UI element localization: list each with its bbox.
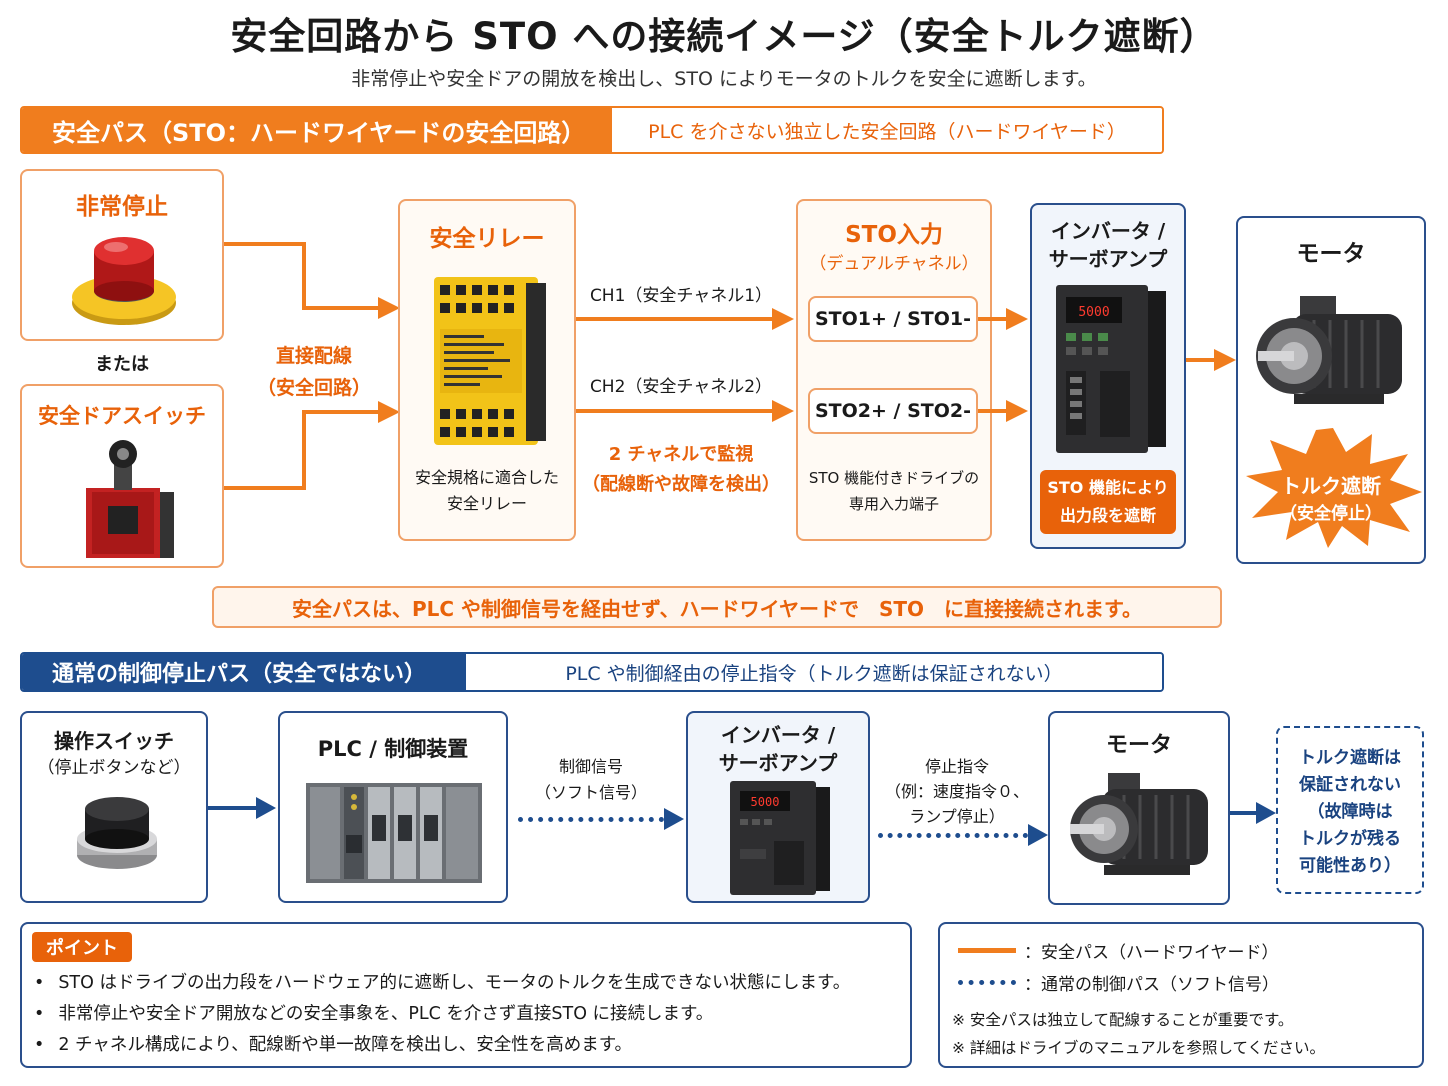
stop-command-ramp: ランプ停止） (909, 807, 1005, 826)
ch1-label: CH1（安全チャネル1） (589, 286, 773, 306)
safe-path-note: 安全パスは、PLC や制御信号を経由せず、ハードワイヤードで STO に直接接続… (212, 586, 1222, 628)
monitor-sublabel: （配線断や故障を検出） (582, 474, 780, 495)
inverter-safe-display: 5000 (1078, 305, 1109, 320)
page-subtitle: 非常停止や安全ドアの開放を検出し、STO によりモータのトルクを安全に遮断します… (351, 68, 1097, 90)
safe-path-description: PLC を介さない独立した安全回路（ハードワイヤード） (612, 108, 1162, 152)
safe-path-label: 安全パス（STO：ハードワイヤードの安全回路） (22, 108, 612, 152)
normal-path-header: 通常の制御停止パス（安全ではない） PLC や制御経由の停止指令（トルク遮断は保… (20, 652, 1164, 692)
sto-input-caption-line1: STO 機能付きドライブの (808, 469, 980, 487)
motor-normal-icon (1070, 773, 1208, 875)
legend-normal-label: ：通常の制御パス（ソフト信号） (1024, 975, 1279, 995)
control-signal-label: 制御信号 (558, 757, 623, 776)
emergency-stop-button-icon (72, 237, 176, 325)
inverter-safe-icon: 5000 (1056, 285, 1166, 453)
emergency-stop-title: 非常停止 (76, 194, 168, 220)
inverter-normal-icon: 5000 (730, 781, 830, 895)
inverter-normal-title-line2: サーボアンプ (718, 751, 838, 775)
stop-command-example: （例：速度指令０、 (884, 782, 1029, 801)
inverter-safe-badge-line2: 出力段を遮断 (1059, 506, 1156, 525)
point-item: STO はドライブの出力段をハードウェア的に遮断し、モータのトルクを生成できない… (34, 968, 904, 999)
legend-safe-label: ：安全パス（ハードワイヤード） (1024, 943, 1279, 963)
direct-wiring-label: 直接配線 (275, 345, 352, 367)
legend-box (938, 922, 1424, 1068)
legend-normal-line (958, 980, 1016, 985)
operation-switch-box: 操作スイッチ （停止ボタンなど） (20, 711, 208, 903)
direct-wiring-sublabel: （安全回路） (256, 377, 371, 399)
sto-input-title: STO入力 (845, 222, 943, 248)
no-guarantee-box: トルク遮断は 保証されない （故障時は トルクが残る 可能性あり） (1276, 726, 1424, 894)
safety-relay-box: 安全リレー 安全規格に適合した 安全リレー (398, 199, 576, 541)
motor-safe-title: モータ (1296, 241, 1366, 267)
safety-relay-icon (434, 277, 546, 445)
safety-door-switch-title: 安全ドアスイッチ (38, 404, 206, 428)
torque-off-burst-icon (1246, 428, 1422, 548)
plc-title: PLC / 制御装置 (317, 737, 469, 761)
safety-relay-caption-line1: 安全規格に適合した (414, 468, 559, 487)
motor-normal-box: モータ (1048, 711, 1230, 905)
safety-relay-caption-line2: 安全リレー (446, 494, 527, 513)
motor-safe-box: モータ トルク遮断 （安全停止） (1236, 216, 1426, 564)
points-list: STO はドライブの出力段をハードウェア的に遮断し、モータのトルクを生成できない… (34, 968, 904, 1061)
safety-door-switch-box: 安全ドアスイッチ (20, 384, 224, 568)
no-guarantee-line5: 可能性あり） (1299, 856, 1401, 876)
emergency-stop-box: 非常停止 (20, 169, 224, 341)
page-title: 安全回路から STO への接続イメージ（安全トルク遮断） (230, 15, 1218, 58)
sto2-terminal: STO2+ / STO2- (808, 388, 978, 434)
or-text: または (95, 354, 149, 375)
inverter-normal-box: インバータ / サーボアンプ 5000 (686, 711, 870, 903)
point-item: 非常停止や安全ドア開放などの安全事象を、PLC を介さず直接STO に接続します… (34, 999, 904, 1030)
ch2-label: CH2（安全チャネル2） (589, 377, 773, 397)
plc-icon (306, 783, 482, 883)
sto-input-subtitle: （デュアルチャネル） (809, 254, 979, 274)
stop-command-label: 停止指令 (924, 757, 989, 776)
points-box (20, 922, 912, 1068)
torque-off-label: トルク遮断 (1281, 474, 1381, 498)
inverter-normal-display: 5000 (751, 795, 780, 809)
operation-switch-subtitle: （停止ボタンなど） (37, 758, 191, 778)
sto1-terminal: STO1+ / STO1- (808, 296, 978, 342)
operation-switch-title: 操作スイッチ (54, 729, 174, 753)
inverter-normal-title-line1: インバータ / (720, 723, 836, 747)
safe-path-header: 安全パス（STO：ハードワイヤードの安全回路） PLC を介さない独立した安全回… (20, 106, 1164, 154)
inverter-safe-badge-line1: STO 機能により (1047, 478, 1169, 497)
sto-input-caption-line2: 専用入力端子 (848, 495, 939, 513)
torque-off-sublabel: （安全停止） (1280, 504, 1382, 524)
no-guarantee-line3: （故障時は (1307, 802, 1393, 822)
no-guarantee-line2: 保証されない (1299, 775, 1401, 795)
monitor-label: 2 チャネルで監視 (608, 444, 754, 465)
legend-note: ※ 詳細はドライブのマニュアルを参照してください。 (952, 1039, 1326, 1057)
normal-path-description: PLC や制御経由の停止指令（トルク遮断は保証されない） (466, 654, 1162, 690)
stop-button-icon (77, 797, 157, 869)
point-item: 2 チャネル構成により、配線断や単一故障を検出し、安全性を高めます。 (34, 1030, 904, 1061)
safety-relay-title: 安全リレー (429, 226, 545, 252)
points-tag: ポイント (32, 932, 132, 962)
control-signal-sublabel: （ソフト信号） (534, 783, 647, 802)
no-guarantee-line1: トルク遮断は (1299, 748, 1401, 768)
sto-input-box: STO入力 （デュアルチャネル） STO 機能付きドライブの 専用入力端子 (796, 199, 992, 541)
inverter-safe-title-line1: インバータ / (1050, 219, 1166, 243)
legend-safe-line (958, 948, 1016, 953)
safety-door-switch-icon (86, 440, 174, 558)
motor-safe-icon (1256, 296, 1402, 404)
motor-normal-title: モータ (1105, 733, 1172, 758)
inverter-safe-badge: STO 機能により 出力段を遮断 (1040, 470, 1176, 534)
plc-box: PLC / 制御装置 (278, 711, 508, 903)
inverter-safe-title-line2: サーボアンプ (1048, 247, 1168, 271)
no-guarantee-line4: トルクが残る (1299, 829, 1401, 849)
legend-note: ※ 安全パスは独立して配線することが重要です。 (952, 1011, 1294, 1029)
normal-path-label: 通常の制御停止パス（安全ではない） (22, 654, 466, 690)
